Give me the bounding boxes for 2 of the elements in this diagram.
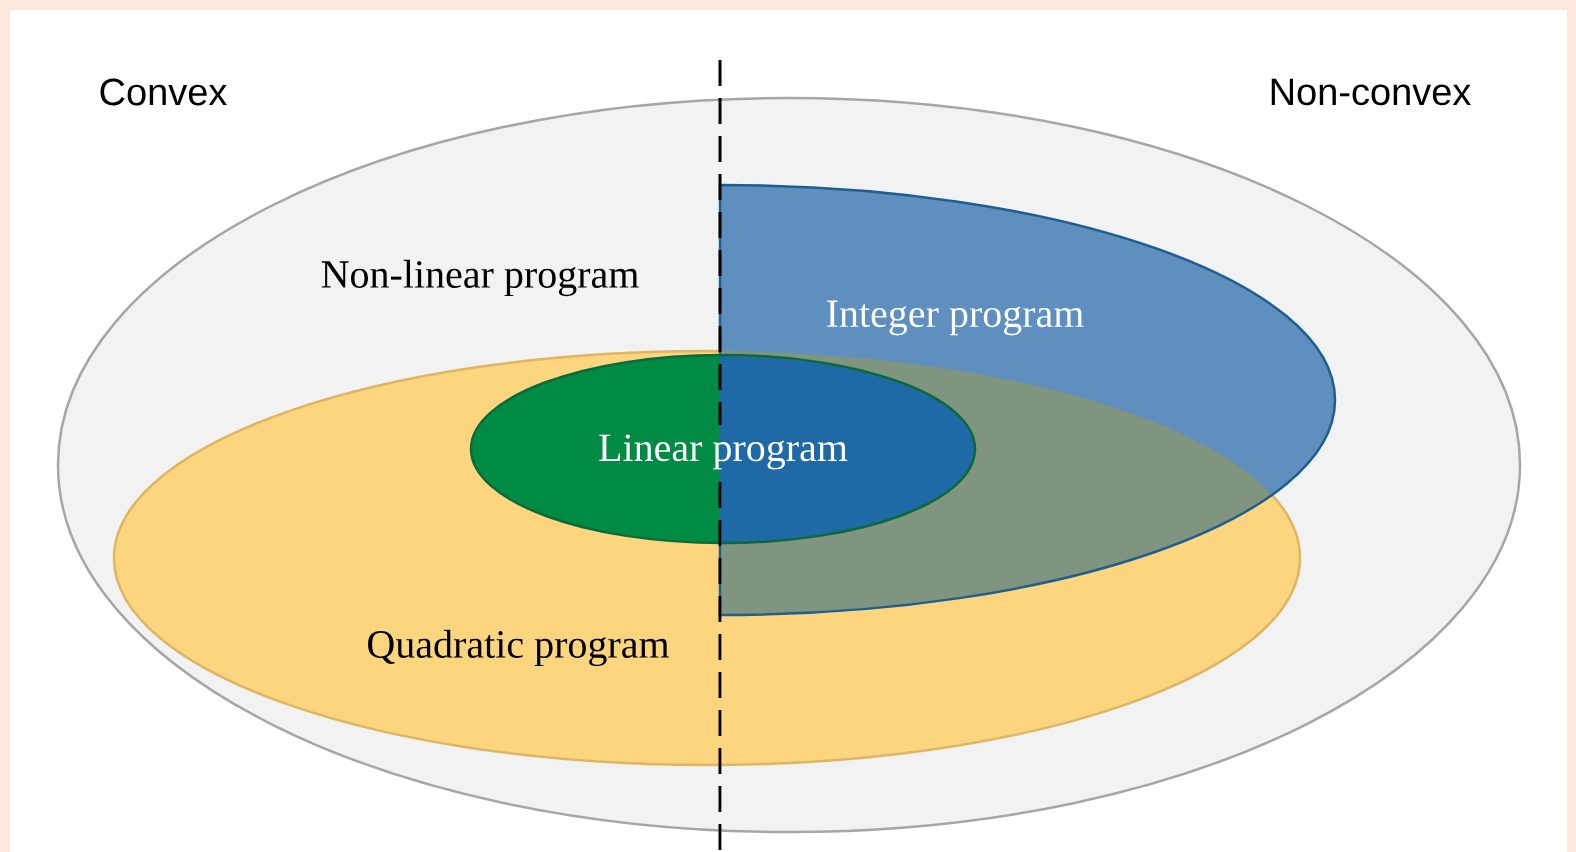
- node-label: Integer program: [827, 300, 1084, 336]
- ellipse-region: Linear program: [469, 353, 977, 545]
